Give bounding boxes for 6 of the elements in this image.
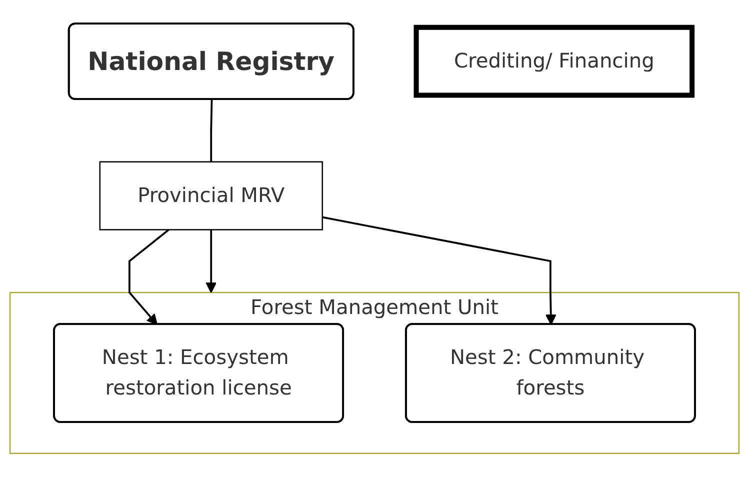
connector <box>210 100 213 162</box>
arrow <box>206 230 217 294</box>
node-box: Crediting/ Financing <box>414 24 695 98</box>
node-box: Provincial MRV <box>99 161 323 230</box>
arrow <box>128 228 170 326</box>
arrow <box>322 216 556 326</box>
